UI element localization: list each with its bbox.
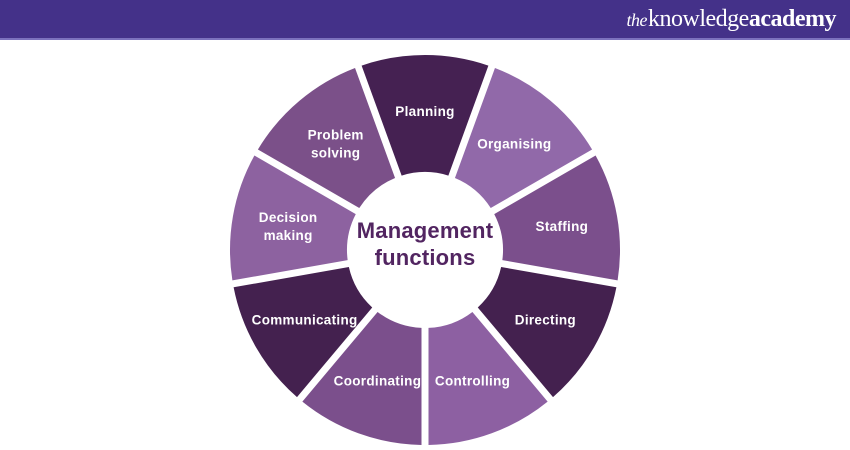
- brand-word-knowledge: knowledge: [648, 6, 749, 32]
- segment-staffing: [494, 155, 620, 281]
- segment-label-staffing: Staffing: [536, 219, 589, 234]
- segment-decision-making: [230, 155, 356, 281]
- brand-word-academy: academy: [748, 6, 837, 32]
- center-title-line2: functions: [375, 245, 476, 270]
- top-banner: theknowledgeacademy: [0, 0, 850, 40]
- center-title-line1: Management: [357, 218, 494, 243]
- segment-label-communicating: Communicating: [252, 313, 358, 328]
- segment-label-controlling: Controlling: [435, 374, 510, 389]
- segment-controlling: [428, 311, 548, 445]
- segment-label-coordinating: Coordinating: [334, 374, 422, 389]
- segment-communicating: [233, 266, 373, 398]
- segment-problem-solving: [257, 67, 396, 209]
- brand-logo: theknowledgeacademy: [626, 6, 837, 32]
- segment-coordinating: [302, 311, 422, 445]
- segment-directing: [477, 266, 617, 398]
- brand-prefix: the: [626, 10, 648, 30]
- segment-label-organising: Organising: [477, 137, 551, 152]
- segment-label-directing: Directing: [515, 313, 576, 328]
- segment-label-planning: Planning: [395, 104, 454, 119]
- segment-planning: [361, 54, 489, 176]
- segment-organising: [454, 67, 593, 209]
